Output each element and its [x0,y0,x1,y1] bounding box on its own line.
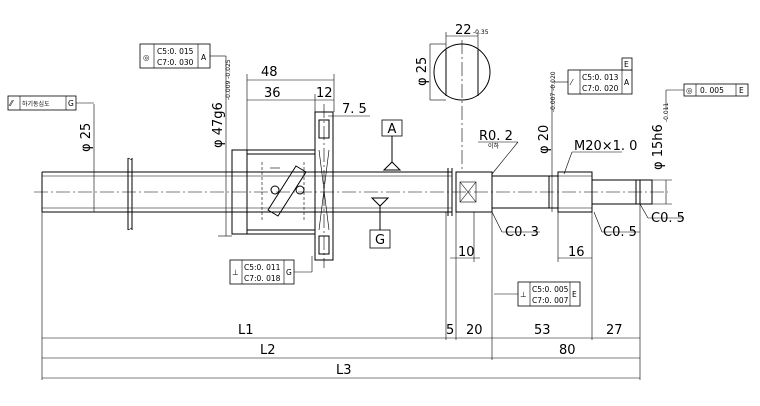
frame-shoulder-ref: E [572,290,577,299]
frame-concentric-ref: E [739,86,744,95]
dim-80: 80 [559,343,576,358]
datum-a-label: A [388,122,397,137]
dim-c05-a: C0. 5 [603,225,637,240]
dim-m20: M20×1. 0 [574,139,637,154]
frame-runout-ref-top: E [624,60,629,69]
frame-shoulder: ⊥ C5:0. 005 C7:0. 007 E [494,281,581,307]
datum-g-label: G [375,233,385,248]
nut-flange [314,104,334,268]
frame-runout-l1: C5:0. 013 [582,73,619,82]
dim-5: 5 [446,323,454,338]
ball-nut [231,149,316,235]
dim-12: 12 [316,86,333,101]
dim-48: 48 [261,65,278,80]
dim-phi25-top: φ 25 [415,57,430,86]
frame-runout: ⁄ C5:0. 013 C7:0. 020 A E [552,57,633,95]
frame-concentric: ◎ 0. 005 E [665,83,749,110]
dim-phi15: φ 15h6 [651,124,666,170]
frame-nutflange: ⊥ C5:0. 011 C7:0. 018 G [229,256,313,285]
dim-c05-b: C0. 5 [651,211,685,226]
datum-g-marker: G [369,197,391,249]
dim-20: 20 [466,323,483,338]
dim-phi15-tol: -0.011 [663,102,670,122]
frame-topleft: ◎ C5:0. 015 C7:0. 030 A [139,43,227,110]
screw-right [333,168,453,216]
frame-leftmost-text: 하기동심도 [22,100,50,108]
frame-shoulder-sym: ⊥ [520,290,527,299]
dimension-labels: 48 36 12 7. 5 22 -0.35 M20×1. 0 R0. 2 이하… [238,23,685,378]
dim-phi25-left: φ 25 [79,123,94,152]
frame-topleft-l1: C5:0. 015 [157,47,194,56]
frame-runout-sym: ⁄ [569,78,574,87]
datum-a-marker: A [381,119,403,171]
dim-phi20: φ 20 [537,125,552,154]
frame-topleft-ref: A [201,53,207,62]
frame-nutflange-l2: C7:0. 018 [244,274,281,283]
frame-nutflange-sym: ⊥ [232,268,239,277]
section-view [429,32,491,170]
frame-concentric-sym: ◎ [686,86,693,95]
frame-runout-ref: A [624,78,630,87]
dim-10: 10 [458,245,475,260]
dim-27: 27 [606,323,623,338]
dim-r02-sub: 이하 [488,142,500,150]
dim-c03: C0. 3 [505,225,539,240]
dim-l1: L1 [238,323,254,338]
dim-36: 36 [264,86,281,101]
frame-topleft-sym: ◎ [143,53,150,62]
dim-l3: L3 [336,363,352,378]
dim-7-5: 7. 5 [342,102,367,117]
dim-r02: R0. 2 [479,129,513,144]
dim-phi47: φ 47g6 [211,102,226,148]
frame-runout-l2: C7:0. 020 [582,84,619,93]
frame-concentric-val: 0. 005 [700,86,724,95]
frame-nutflange-l1: C5:0. 011 [244,263,281,272]
dim-phi47-tol: -0.009 -0.025 [225,59,232,100]
frame-shoulder-l2: C7:0. 007 [532,296,569,305]
dimension-lines [41,74,684,380]
frame-leftmost-sym: ⁄⁄ [8,99,14,108]
dim-22: 22 [455,23,472,38]
frame-leftmost: ⁄⁄ 하기동심도 G [7,95,94,111]
dim-l2: L2 [260,343,276,358]
dim-22-tol: -0.35 [473,29,489,36]
frame-topleft-l2: C7:0. 030 [157,58,194,67]
dim-53: 53 [534,323,551,338]
frame-leftmost-ref: G [68,99,74,108]
frame-shoulder-l1: C5:0. 005 [532,285,569,294]
dim-16: 16 [568,245,585,260]
dim-phi20-tol: -0.007 -0.020 [550,71,557,112]
frame-nutflange-ref: G [286,268,292,277]
